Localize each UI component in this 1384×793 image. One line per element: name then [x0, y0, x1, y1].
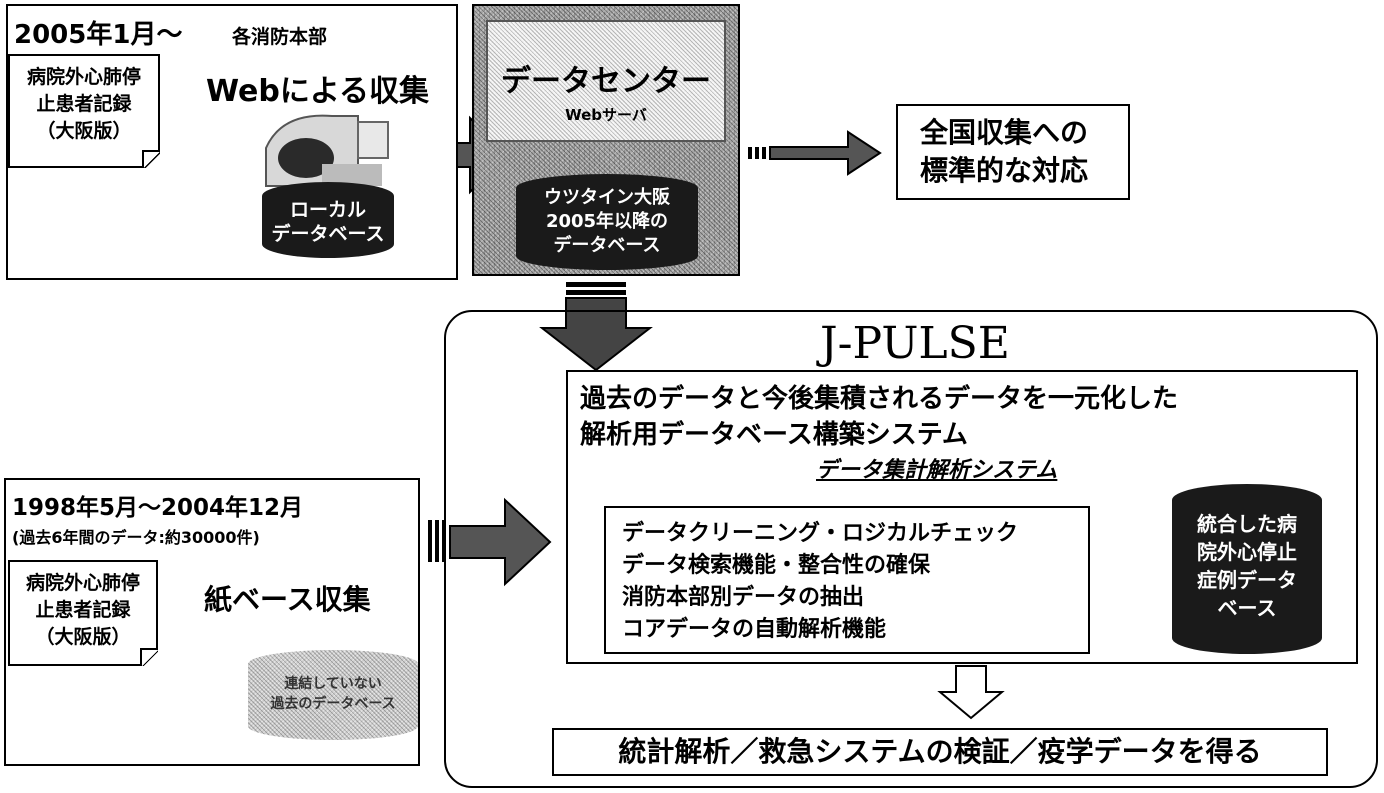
utstein-db-line-3: データベース [553, 235, 661, 256]
form-line-1: 病院外心肺停 [25, 572, 140, 594]
jpulse-panel [444, 310, 1378, 788]
form-line-1: 病院外心肺停 [26, 66, 141, 88]
arrow-to-jpulse [539, 282, 653, 372]
paper-collection-label: 紙ベース収集 [204, 583, 371, 616]
fire-departments-label: 各消防本部 [232, 26, 328, 48]
feature-item: コアデータの自動解析機能 [622, 617, 887, 642]
feature-item: データ検索機能・整合性の確保 [622, 553, 931, 578]
cardiac-arrest-form-bottom: 病院外心肺停 止患者記録 （大阪版） [8, 560, 158, 666]
local-db-line-1: ローカル [289, 199, 366, 221]
local-database-icon: ローカル データベース [262, 182, 394, 258]
result-box: 統計解析／救急システムの検証／疫学データを得る [552, 728, 1328, 776]
web-collection-date: 2005年1月～ [14, 20, 183, 50]
form-line-2: 止患者記録 [35, 599, 131, 621]
datacenter-block: データセンター Webサーバ ウツタイン大阪 2005年以降の データベース [472, 4, 740, 276]
national-line-1: 全国収集への [920, 116, 1089, 149]
cardiac-arrest-form-top: 病院外心肺停 止患者記録 （大阪版） [8, 54, 160, 168]
integrated-db-line-2: 院外心停止 [1197, 540, 1297, 564]
utstein-database-icon: ウツタイン大阪 2005年以降の データベース [516, 174, 698, 270]
web-collection-label: Webによる収集 [206, 74, 429, 109]
form-line-3: （大阪版） [36, 120, 132, 142]
utstein-db-line-2: 2005年以降の [545, 211, 669, 232]
web-image [262, 108, 394, 190]
form-line-2: 止患者記録 [36, 93, 132, 115]
feature-item: 消防本部別データの抽出 [622, 585, 865, 610]
paper-collection-date: 1998年5月～2004年12月 [12, 495, 304, 521]
jpulse-title: J-PULSE [820, 318, 1010, 369]
local-db-line-2: データベース [271, 223, 385, 245]
analysis-subsystem-label: データ集計解析システム [816, 458, 1058, 483]
feature-list: データクリーニング・ロジカルチェック データ検索機能・整合性の確保 消防本部別デ… [604, 506, 1090, 654]
utstein-db-line-1: ウツタイン大阪 [544, 187, 670, 208]
national-collection-box: 全国収集への 標準的な対応 [896, 104, 1130, 200]
integrated-db-line-4: ベース [1217, 596, 1277, 620]
paper-db-line-2: 過去のデータベース [270, 696, 396, 712]
arrow-to-result [937, 665, 1005, 720]
integrated-db-line-1: 統合した病 [1197, 512, 1297, 536]
national-line-2: 標準的な対応 [920, 154, 1089, 187]
form-line-3: （大阪版） [35, 626, 131, 648]
paper-database-icon: 連結していない 過去のデータベース [248, 650, 418, 740]
analysis-desc-line-1: 過去のデータと今後集積されるデータを一元化した [580, 384, 1179, 414]
datacenter-subtitle: Webサーバ [565, 106, 647, 124]
paper-db-line-1: 連結していない [284, 676, 382, 692]
datacenter-title: データセンター [501, 64, 711, 99]
arrow-to-national [748, 130, 882, 176]
integrated-db-line-3: 症例データ [1197, 568, 1297, 592]
analysis-desc-line-2: 解析用データベース構築システム [580, 420, 968, 450]
feature-item: データクリーニング・ロジカルチェック [622, 521, 1019, 546]
datacenter-screen: データセンター Webサーバ [486, 20, 726, 142]
paper-collection-note: (過去6年間のデータ:約30000件) [12, 528, 260, 547]
integrated-database-icon: 統合した病 院外心停止 症例データ ベース [1172, 484, 1322, 654]
